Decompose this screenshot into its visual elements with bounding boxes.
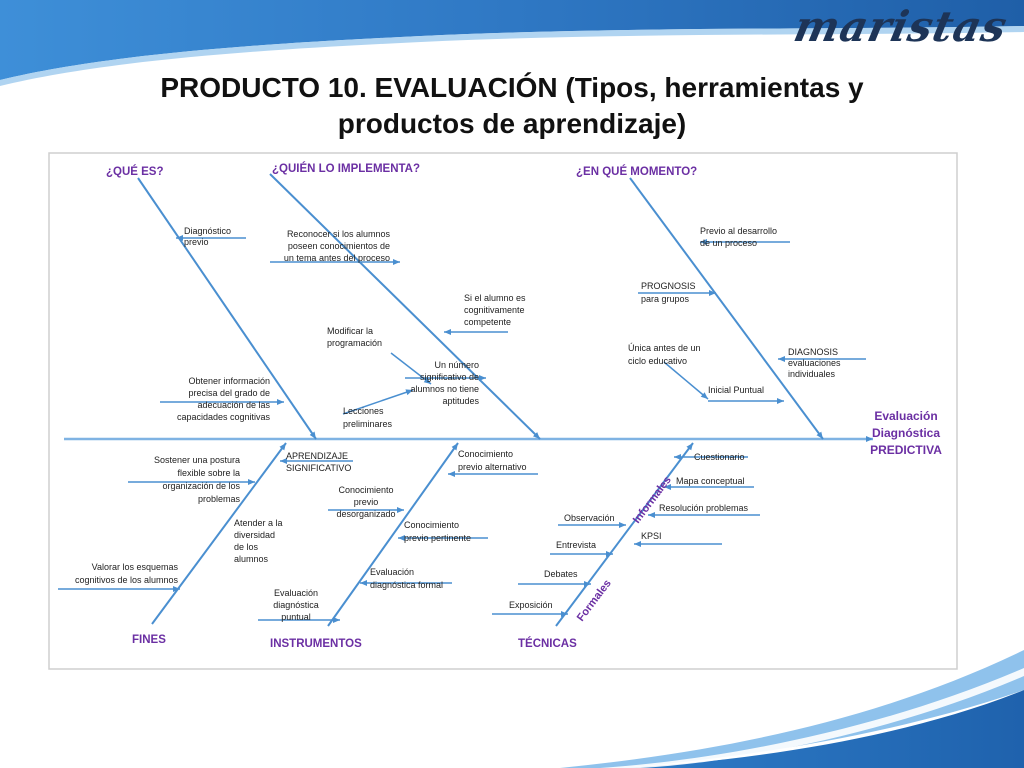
head-line-3: PREDICTIVA — [870, 443, 942, 457]
head-line-1: Evaluación — [874, 409, 937, 423]
title-line-2: productos de aprendizaje) — [337, 108, 687, 139]
top-swoosh-highlight — [0, 26, 1024, 86]
label-exposicion: Exposición — [509, 600, 553, 610]
label-cuestionario: Cuestionario — [694, 452, 745, 462]
label-mapa-conceptual: Mapa conceptual — [676, 476, 745, 486]
heading-que-es: ¿QUÉ ES? — [106, 165, 164, 178]
bone-fines — [151, 442, 287, 625]
bone-tecnicas — [555, 442, 694, 627]
heading-quien: ¿QUIÉN LO IMPLEMENTA? — [272, 162, 420, 175]
fish-head: Evaluación Diagnóstica PREDICTIVA — [870, 409, 942, 457]
label-entrevista: Entrevista — [556, 540, 596, 550]
headings: ¿QUÉ ES? ¿QUIÉN LO IMPLEMENTA? ¿EN QUÉ M… — [106, 162, 697, 650]
label-resolucion: Resolución problemas — [659, 503, 749, 513]
fishbone-diagram: ¿QUÉ ES? ¿QUIÉN LO IMPLEMENTA? ¿EN QUÉ M… — [48, 152, 958, 670]
label-observacion: Observación — [564, 513, 615, 523]
heading-tecnicas: TÉCNICAS — [518, 637, 577, 650]
bones — [64, 173, 873, 627]
slide-title: PRODUCTO 10. EVALUACIÓN (Tipos, herramie… — [110, 70, 914, 142]
label-debates: Debates — [544, 569, 578, 579]
bone-momento — [629, 177, 824, 440]
heading-instrumentos: INSTRUMENTOS — [270, 638, 362, 650]
bone-quien — [269, 173, 541, 440]
maristas-logo: maristas — [789, 2, 1012, 51]
head-line-2: Diagnóstica — [872, 426, 940, 440]
bone-que-es — [137, 177, 317, 440]
label-inicial-puntual: Inicial Puntual — [708, 385, 764, 395]
top-swoosh — [0, 0, 1024, 80]
title-line-1: PRODUCTO 10. EVALUACIÓN (Tipos, herramie… — [160, 72, 864, 103]
bottom-swoosh — [620, 690, 1024, 768]
heading-fines: FINES — [132, 634, 166, 646]
sub-arrows — [58, 235, 866, 623]
diagram-frame — [48, 152, 958, 670]
heading-momento: ¿EN QUÉ MOMENTO? — [576, 165, 697, 178]
top-swoosh-white — [0, 42, 1024, 100]
bone-instrumentos — [327, 442, 459, 627]
label-kpsi: KPSI — [641, 531, 662, 541]
